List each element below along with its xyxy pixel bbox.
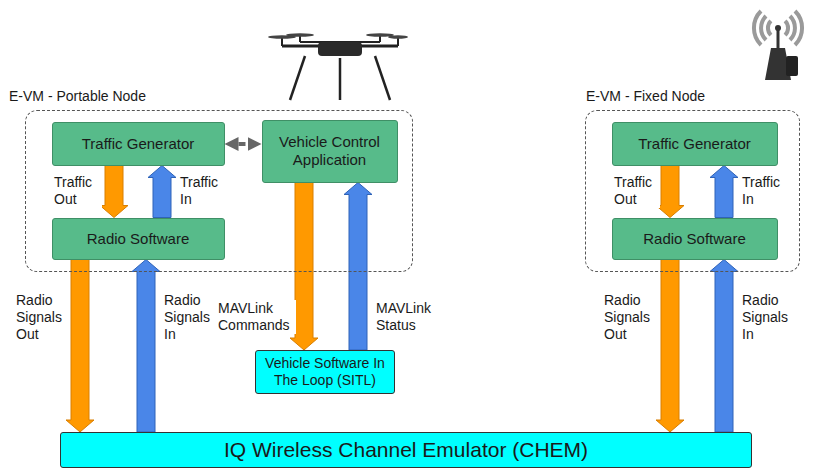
edge-label: Traffic Out [614,174,660,208]
box-label: Traffic Generator [638,135,751,153]
box-label: IQ Wireless Channel Emulator (CHEM) [224,437,588,462]
edge-label: MAVLink Status [376,300,440,334]
signal-arrow [132,260,160,433]
process-box: Vehicle Control Application [262,120,398,183]
edge-label: Radio Signals Out [16,292,66,342]
drone-icon [268,33,408,100]
sitl-box: Vehicle Software In The Loop (SITL) [255,350,395,394]
edge-label: Traffic In [180,174,230,208]
edge-label: Radio Signals Out [604,292,654,342]
edge-label: Radio Signals In [164,292,214,342]
signal-arrow [656,166,684,218]
tower-icon [754,11,802,80]
signal-arrow [710,260,738,433]
edge-label: Traffic In [742,174,792,208]
signal-arrow [656,260,684,433]
signal-arrow [100,166,128,218]
edge-label: Radio Signals In [742,292,798,342]
signal-arrow [66,260,94,433]
dashed-link-arrow [239,142,248,146]
process-box: Radio Software [612,218,778,260]
box-label: Radio Software [87,230,190,248]
group-heading: E-VM - Portable Node [9,88,146,104]
box-label: Vehicle Control Application [269,133,391,169]
signal-arrow [710,166,738,218]
process-box: Radio Software [52,218,225,260]
signal-arrow [344,183,372,351]
edge-label: Traffic Out [54,174,102,208]
process-box: Traffic Generator [612,122,778,166]
box-label: Traffic Generator [82,135,195,153]
group-heading: E-VM - Fixed Node [586,88,705,104]
box-label: Radio Software [643,230,746,248]
box-label: Vehicle Software In The Loop (SITL) [262,355,388,389]
process-box: Traffic Generator [52,122,225,166]
emulator-band: IQ Wireless Channel Emulator (CHEM) [60,432,752,468]
signal-arrow [148,166,176,218]
edge-label: MAVLink Commands [218,300,296,334]
